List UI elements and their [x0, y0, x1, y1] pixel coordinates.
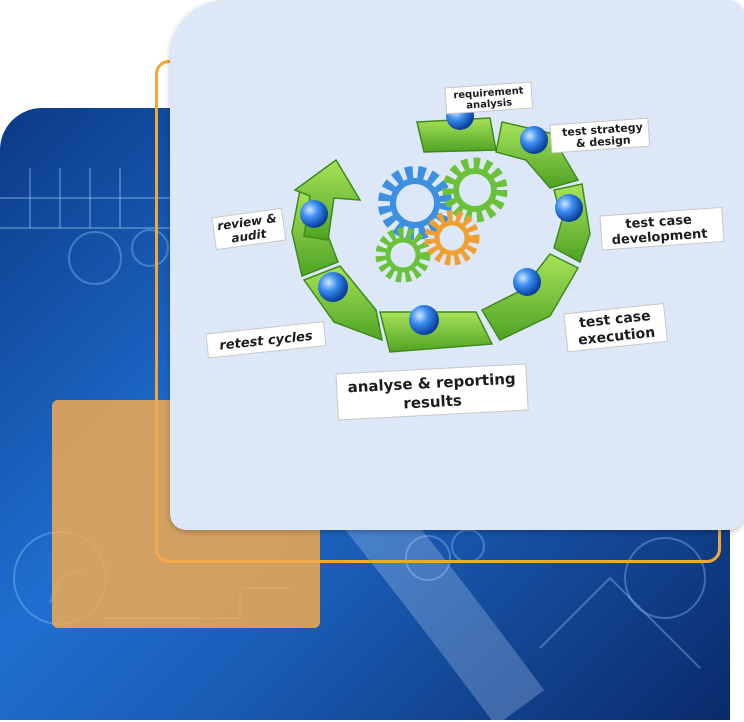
cycle-segment-execution	[480, 253, 580, 341]
label-text: audit	[231, 226, 269, 245]
gear-icon	[375, 227, 431, 283]
label-retest: retest cycles	[205, 321, 327, 359]
label-reporting: analyse & reporting results	[335, 363, 529, 421]
label-review: review & audit	[211, 207, 287, 251]
cycle-ring	[291, 117, 591, 353]
node-review	[300, 200, 328, 228]
node-retest	[318, 272, 348, 302]
label-text: development	[611, 227, 708, 249]
stage-labels: requirement analysis test strategy & des…	[205, 81, 725, 421]
label-execution: test case execution	[563, 302, 668, 353]
label-text: results	[403, 391, 462, 412]
node-reporting	[409, 305, 439, 335]
label-text: test case	[578, 308, 651, 331]
label-development: test case development	[599, 206, 725, 251]
gear-icon	[442, 157, 508, 223]
label-text: test case	[625, 213, 693, 233]
gear-icon	[424, 210, 480, 266]
testing-cycle-diagram: requirement analysis test strategy & des…	[205, 81, 725, 421]
cycle-segment-reporting	[379, 311, 494, 353]
label-strategy: test strategy & design	[549, 117, 651, 154]
label-text: analysis	[466, 97, 513, 111]
diagram-card: requirement analysis test strategy & des…	[170, 0, 744, 530]
gear-icon	[378, 166, 452, 240]
label-text: requirement	[453, 86, 524, 102]
label-text: test strategy	[562, 121, 643, 140]
label-requirement: requirement analysis	[444, 81, 534, 115]
cycle-segment-strategy	[495, 121, 580, 189]
label-text: & design	[576, 133, 632, 150]
node-execution	[513, 268, 541, 296]
node-development	[555, 194, 583, 222]
node-strategy	[520, 126, 548, 154]
